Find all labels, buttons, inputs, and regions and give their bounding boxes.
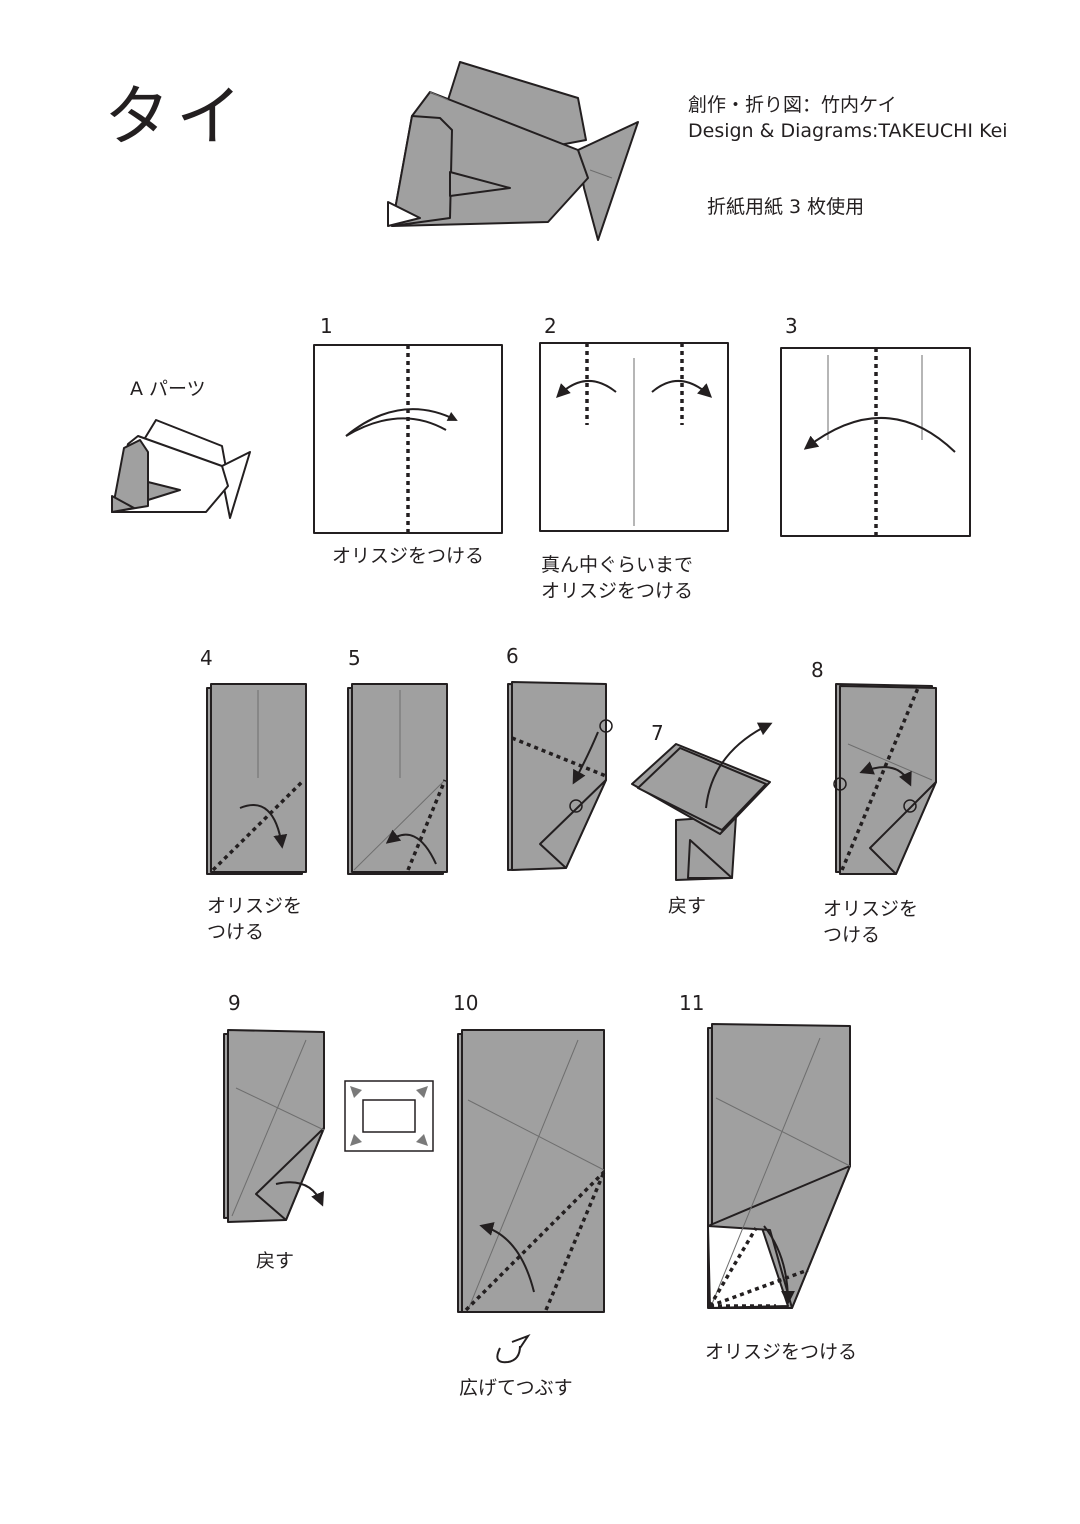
caption-step-11: オリスジをつける <box>705 1341 858 1363</box>
caption-step-7: 戻す <box>668 895 707 917</box>
credit-japanese: 創作・折り図：竹内ケイ <box>688 94 897 116</box>
step-11-diagram <box>707 1023 851 1309</box>
caption-step-8: オリスジを つける <box>823 896 918 948</box>
step-1-diagram <box>313 344 503 534</box>
paper-note: 折紙用紙 3 枚使用 <box>707 196 865 218</box>
caption-step-8-line-2: つける <box>823 924 881 946</box>
step-9-diagram <box>223 1029 325 1223</box>
step-number-8: 8 <box>811 658 824 682</box>
caption-step-9: 戻す <box>256 1250 295 1272</box>
fish-tail <box>577 121 639 241</box>
caption-step-4: オリスジを つける <box>207 893 302 945</box>
caption-step-10: 広げてつぶす <box>459 1377 573 1399</box>
part-a-mouth <box>111 495 135 513</box>
part-label: A パーツ <box>130 378 206 400</box>
finished-fish-illustration <box>387 61 639 241</box>
step-3-diagram <box>780 347 971 537</box>
caption-step-2-line-2: オリスジをつける <box>541 580 694 602</box>
zoom-indicator <box>344 1080 434 1152</box>
part-a-head <box>111 439 149 513</box>
step-number-6: 6 <box>506 644 519 668</box>
caption-step-4-line-1: オリスジを <box>207 895 303 917</box>
step-10-diagram <box>457 1029 606 1364</box>
step-number-4: 4 <box>200 646 213 670</box>
fish-fin <box>449 171 511 197</box>
step-2-diagram <box>539 342 729 532</box>
credits: 創作・折り図：竹内ケイ Design & Diagrams:TAKEUCHI K… <box>688 92 1008 144</box>
caption-step-8-line-1: オリスジを <box>823 898 919 920</box>
fish-head <box>391 115 453 227</box>
step-number-7: 7 <box>651 721 664 745</box>
step-4-diagram <box>206 683 307 875</box>
credit-english: Design & Diagrams:TAKEUCHI Kei <box>688 120 1008 142</box>
step-number-11: 11 <box>679 991 705 1015</box>
caption-step-1: オリスジをつける <box>332 545 485 567</box>
step-5-diagram <box>347 683 448 875</box>
fish-mouth <box>387 201 421 227</box>
caption-step-2-line-1: 真ん中ぐらいまで <box>541 554 694 576</box>
caption-step-4-line-2: つける <box>207 921 265 943</box>
page-title: タイ <box>104 78 248 155</box>
step-7-diagram <box>631 722 773 881</box>
step-number-1: 1 <box>320 314 333 338</box>
part-a-fin <box>147 481 181 501</box>
part-a-illustration <box>111 419 251 519</box>
step-number-5: 5 <box>348 646 361 670</box>
step-number-9: 9 <box>228 991 241 1015</box>
open-squash-symbol <box>496 1345 521 1364</box>
caption-step-2: 真ん中ぐらいまで オリスジをつける <box>541 552 693 604</box>
step-8-diagram <box>833 683 937 875</box>
step-number-10: 10 <box>453 991 479 1015</box>
step-number-2: 2 <box>544 314 557 338</box>
step-6-diagram <box>507 681 613 871</box>
step-number-3: 3 <box>785 314 798 338</box>
